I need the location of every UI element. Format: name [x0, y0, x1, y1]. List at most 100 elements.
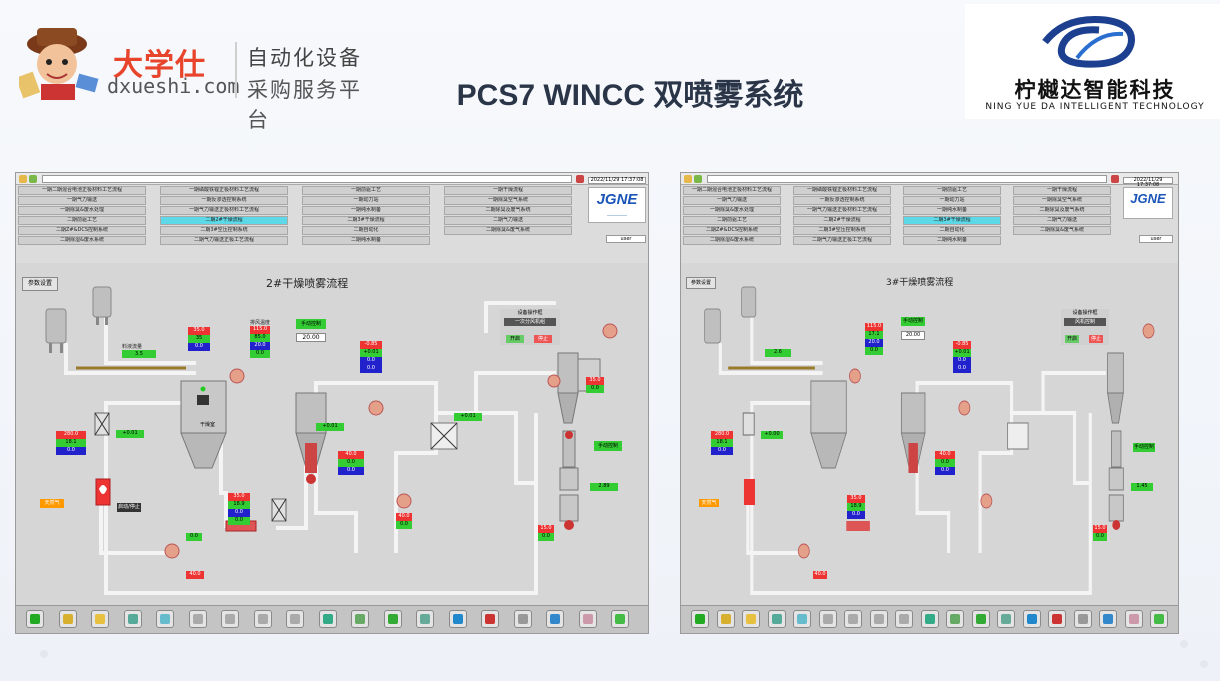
nav-button[interactable]: 二期气力输送: [1013, 216, 1111, 225]
nav-button[interactable]: 一期气力输送正极材料工艺流程: [793, 206, 891, 215]
nav-button[interactable]: 二期气力输送正极工艺流程: [160, 236, 288, 245]
toolbar-button-icon[interactable]: [997, 610, 1015, 628]
nav-button[interactable]: 二期前驱工艺: [683, 216, 781, 225]
toolbar-button-icon[interactable]: [611, 610, 629, 628]
stop-button[interactable]: 停止: [1089, 335, 1103, 343]
nav-button[interactable]: 二期气力输送正极工艺流程: [793, 236, 891, 245]
toolbar-button-icon[interactable]: [351, 610, 369, 628]
nav-button[interactable]: 一期二期混合电池正极材料工艺流程: [683, 186, 781, 195]
nav-button[interactable]: 二期自动化: [302, 226, 430, 235]
toolbar-button-icon[interactable]: [1124, 610, 1143, 628]
nav-button[interactable]: 一期动力站: [903, 196, 1001, 205]
setpoint-input[interactable]: 20.00: [296, 333, 326, 342]
toolbar-button-icon[interactable]: [318, 610, 337, 628]
toolbar-button-icon[interactable]: [946, 610, 964, 628]
nav-button[interactable]: 一期反渗透控制系统: [160, 196, 288, 205]
toolbar-button-icon[interactable]: [716, 610, 735, 628]
open-button[interactable]: 开启: [506, 335, 524, 343]
nav-button[interactable]: 二期3#干燥流程: [302, 216, 430, 225]
toolbar-button-icon[interactable]: [1150, 610, 1168, 628]
nav-button[interactable]: 二期气力输送: [444, 216, 572, 225]
toolbar-button-icon[interactable]: [58, 610, 77, 628]
nav-button[interactable]: 一期纯水制备: [302, 206, 430, 215]
toolbar-button-icon[interactable]: [26, 610, 44, 628]
toolbar-button-icon[interactable]: [1048, 610, 1066, 628]
nav-button[interactable]: 一期二期混合电池正极材料工艺流程: [18, 186, 146, 195]
nav-button[interactable]: 一期除臭空气系统: [1013, 196, 1111, 205]
toolbar-button-icon[interactable]: [188, 610, 207, 628]
toolbar-button-icon[interactable]: [818, 610, 837, 628]
toolbar-button-icon[interactable]: [383, 610, 402, 628]
nav-button[interactable]: 一期前驱工艺: [903, 186, 1001, 195]
nav-button[interactable]: 一期气力输送正极材料工艺流程: [160, 206, 288, 215]
nav-button[interactable]: 一期反渗透控制系统: [793, 196, 891, 205]
nav-button[interactable]: 一期前驱工艺: [302, 186, 430, 195]
toolbar-button-icon[interactable]: [578, 610, 597, 628]
nav-button[interactable]: 二期除湿&废水系统: [18, 236, 146, 245]
nav-button[interactable]: 一期气力输送: [683, 196, 781, 205]
window-icon[interactable]: [1111, 175, 1119, 183]
nav-button[interactable]: 二期除臭&废气系统: [1013, 226, 1111, 235]
toolbar-button-icon[interactable]: [513, 610, 532, 628]
refresh-icon[interactable]: [29, 175, 37, 183]
nav-button[interactable]: 二期除臭及废气系统: [1013, 206, 1111, 215]
stop-button[interactable]: 停止: [534, 335, 552, 343]
nav-button[interactable]: 二期前驱工艺: [18, 216, 146, 225]
nav-button[interactable]: 二期3#空压控制系统: [793, 226, 891, 235]
toolbar-button-icon[interactable]: [156, 610, 174, 628]
nav-button[interactable]: 一期动力站: [302, 196, 430, 205]
nav-button[interactable]: 一期干燥流程: [1013, 186, 1111, 195]
nav-button[interactable]: 二期3#空压控制系统: [160, 226, 288, 235]
start-stop-button[interactable]: 启动/停止: [117, 503, 141, 512]
manual-control-button[interactable]: 手动控制: [1133, 443, 1155, 452]
nav-button[interactable]: 一期磷酸铁锂正极材料工艺流程: [793, 186, 891, 195]
toolbar-button-icon[interactable]: [971, 610, 990, 628]
nav-button[interactable]: 一期除臭&废水处理: [683, 206, 781, 215]
window-icon[interactable]: [576, 175, 584, 183]
param-settings-button[interactable]: 参数设置: [22, 277, 58, 291]
toolbar-button-icon[interactable]: [481, 610, 499, 628]
toolbar-button-icon[interactable]: [253, 610, 272, 628]
nav-button[interactable]: 二期2#干燥流程: [793, 216, 891, 225]
toolbar-button-icon[interactable]: [91, 610, 109, 628]
toolbar-button-icon[interactable]: [448, 610, 467, 628]
toolbar-button-icon[interactable]: [1099, 610, 1117, 628]
toolbar-button-icon[interactable]: [1073, 610, 1092, 628]
nav-button[interactable]: 二期Z#&DCS控制系统: [683, 226, 781, 235]
address-bar[interactable]: [707, 175, 1107, 183]
toolbar-button-icon[interactable]: [123, 610, 142, 628]
toolbar-button-icon[interactable]: [416, 610, 434, 628]
toolbar-button-icon[interactable]: [869, 610, 888, 628]
toolbar-button-icon[interactable]: [1022, 610, 1041, 628]
toolbar-button-icon[interactable]: [920, 610, 939, 628]
nav-button[interactable]: 一期除臭&废水处理: [18, 206, 146, 215]
folder-icon[interactable]: [684, 175, 692, 183]
nav-button[interactable]: 一期磷酸铁锂正极材料工艺流程: [160, 186, 288, 195]
manual-control-button[interactable]: 手动控制: [594, 441, 622, 451]
folder-icon[interactable]: [19, 175, 27, 183]
nav-button[interactable]: 二期自动化: [903, 226, 1001, 235]
nav-button[interactable]: 二期除湿&废水系统: [683, 236, 781, 245]
toolbar-button-icon[interactable]: [895, 610, 913, 628]
nav-button[interactable]: 一期除臭空气系统: [444, 196, 572, 205]
toolbar-button-icon[interactable]: [546, 610, 564, 628]
nav-button[interactable]: 二期3#干燥流程: [903, 216, 1001, 225]
toolbar-button-icon[interactable]: [221, 610, 239, 628]
toolbar-button-icon[interactable]: [844, 610, 862, 628]
nav-button[interactable]: 二期纯水制备: [903, 236, 1001, 245]
nav-button[interactable]: 二期2#干燥流程: [160, 216, 288, 225]
nav-button[interactable]: 二期除臭&废气系统: [444, 226, 572, 235]
nav-button[interactable]: 一期干燥流程: [444, 186, 572, 195]
param-settings-button[interactable]: 参数设置: [686, 277, 716, 289]
toolbar-button-icon[interactable]: [691, 610, 709, 628]
nav-button[interactable]: 二期Z#&DCS控制系统: [18, 226, 146, 235]
toolbar-button-icon[interactable]: [767, 610, 786, 628]
open-button[interactable]: 开启: [1065, 335, 1079, 343]
auto-control-button[interactable]: 手动控制: [901, 317, 925, 326]
nav-button[interactable]: 一期纯水制备: [903, 206, 1001, 215]
setpoint-input[interactable]: 20.00: [901, 331, 925, 340]
address-bar[interactable]: [42, 175, 572, 183]
refresh-icon[interactable]: [694, 175, 702, 183]
nav-button[interactable]: 一期气力输送: [18, 196, 146, 205]
nav-button[interactable]: 二期纯水制备: [302, 236, 430, 245]
